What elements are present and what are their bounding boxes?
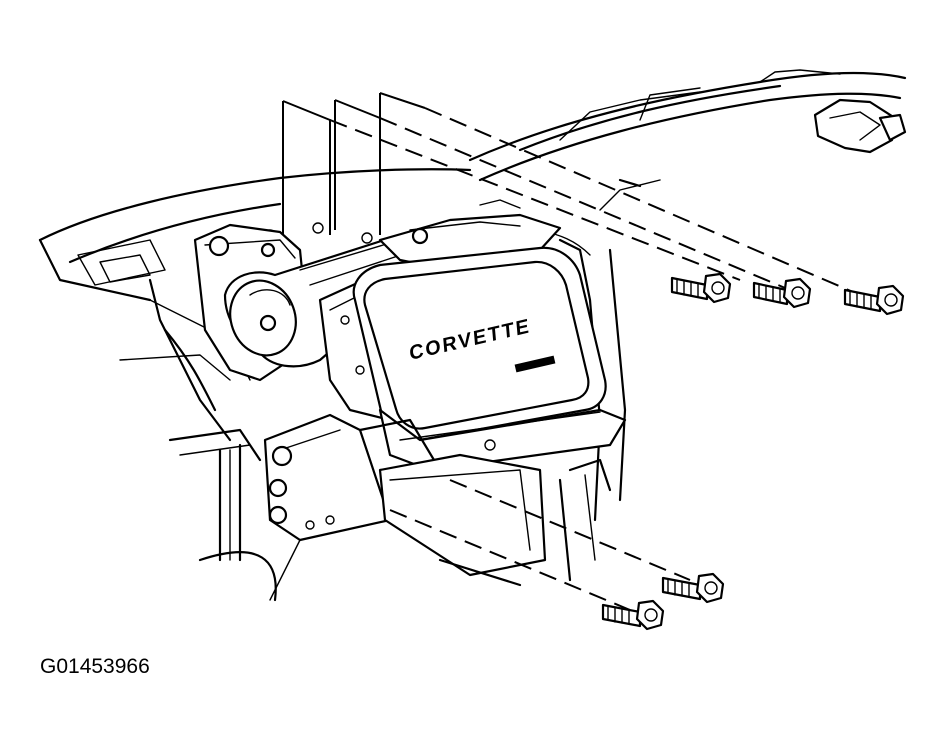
- upper-bolts: [670, 272, 905, 316]
- bolt-upper-2: [752, 277, 812, 309]
- lower-bolts: [601, 572, 725, 631]
- lower-mount-bracket: [263, 413, 547, 601]
- bolt-upper-3: [843, 284, 905, 316]
- airbag-module: CORVETTE: [193, 199, 627, 472]
- upper-alignment-lines: [329, 107, 861, 296]
- figure-id-label: G01453966: [40, 655, 150, 678]
- bolt-lower-2: [601, 599, 665, 631]
- bolt-upper-1: [670, 272, 732, 304]
- bolt-lower-1: [661, 572, 725, 604]
- lower-alignment-lines: [389, 479, 691, 611]
- upper-mount-brackets: [264, 92, 426, 244]
- dash-structure: [38, 69, 907, 602]
